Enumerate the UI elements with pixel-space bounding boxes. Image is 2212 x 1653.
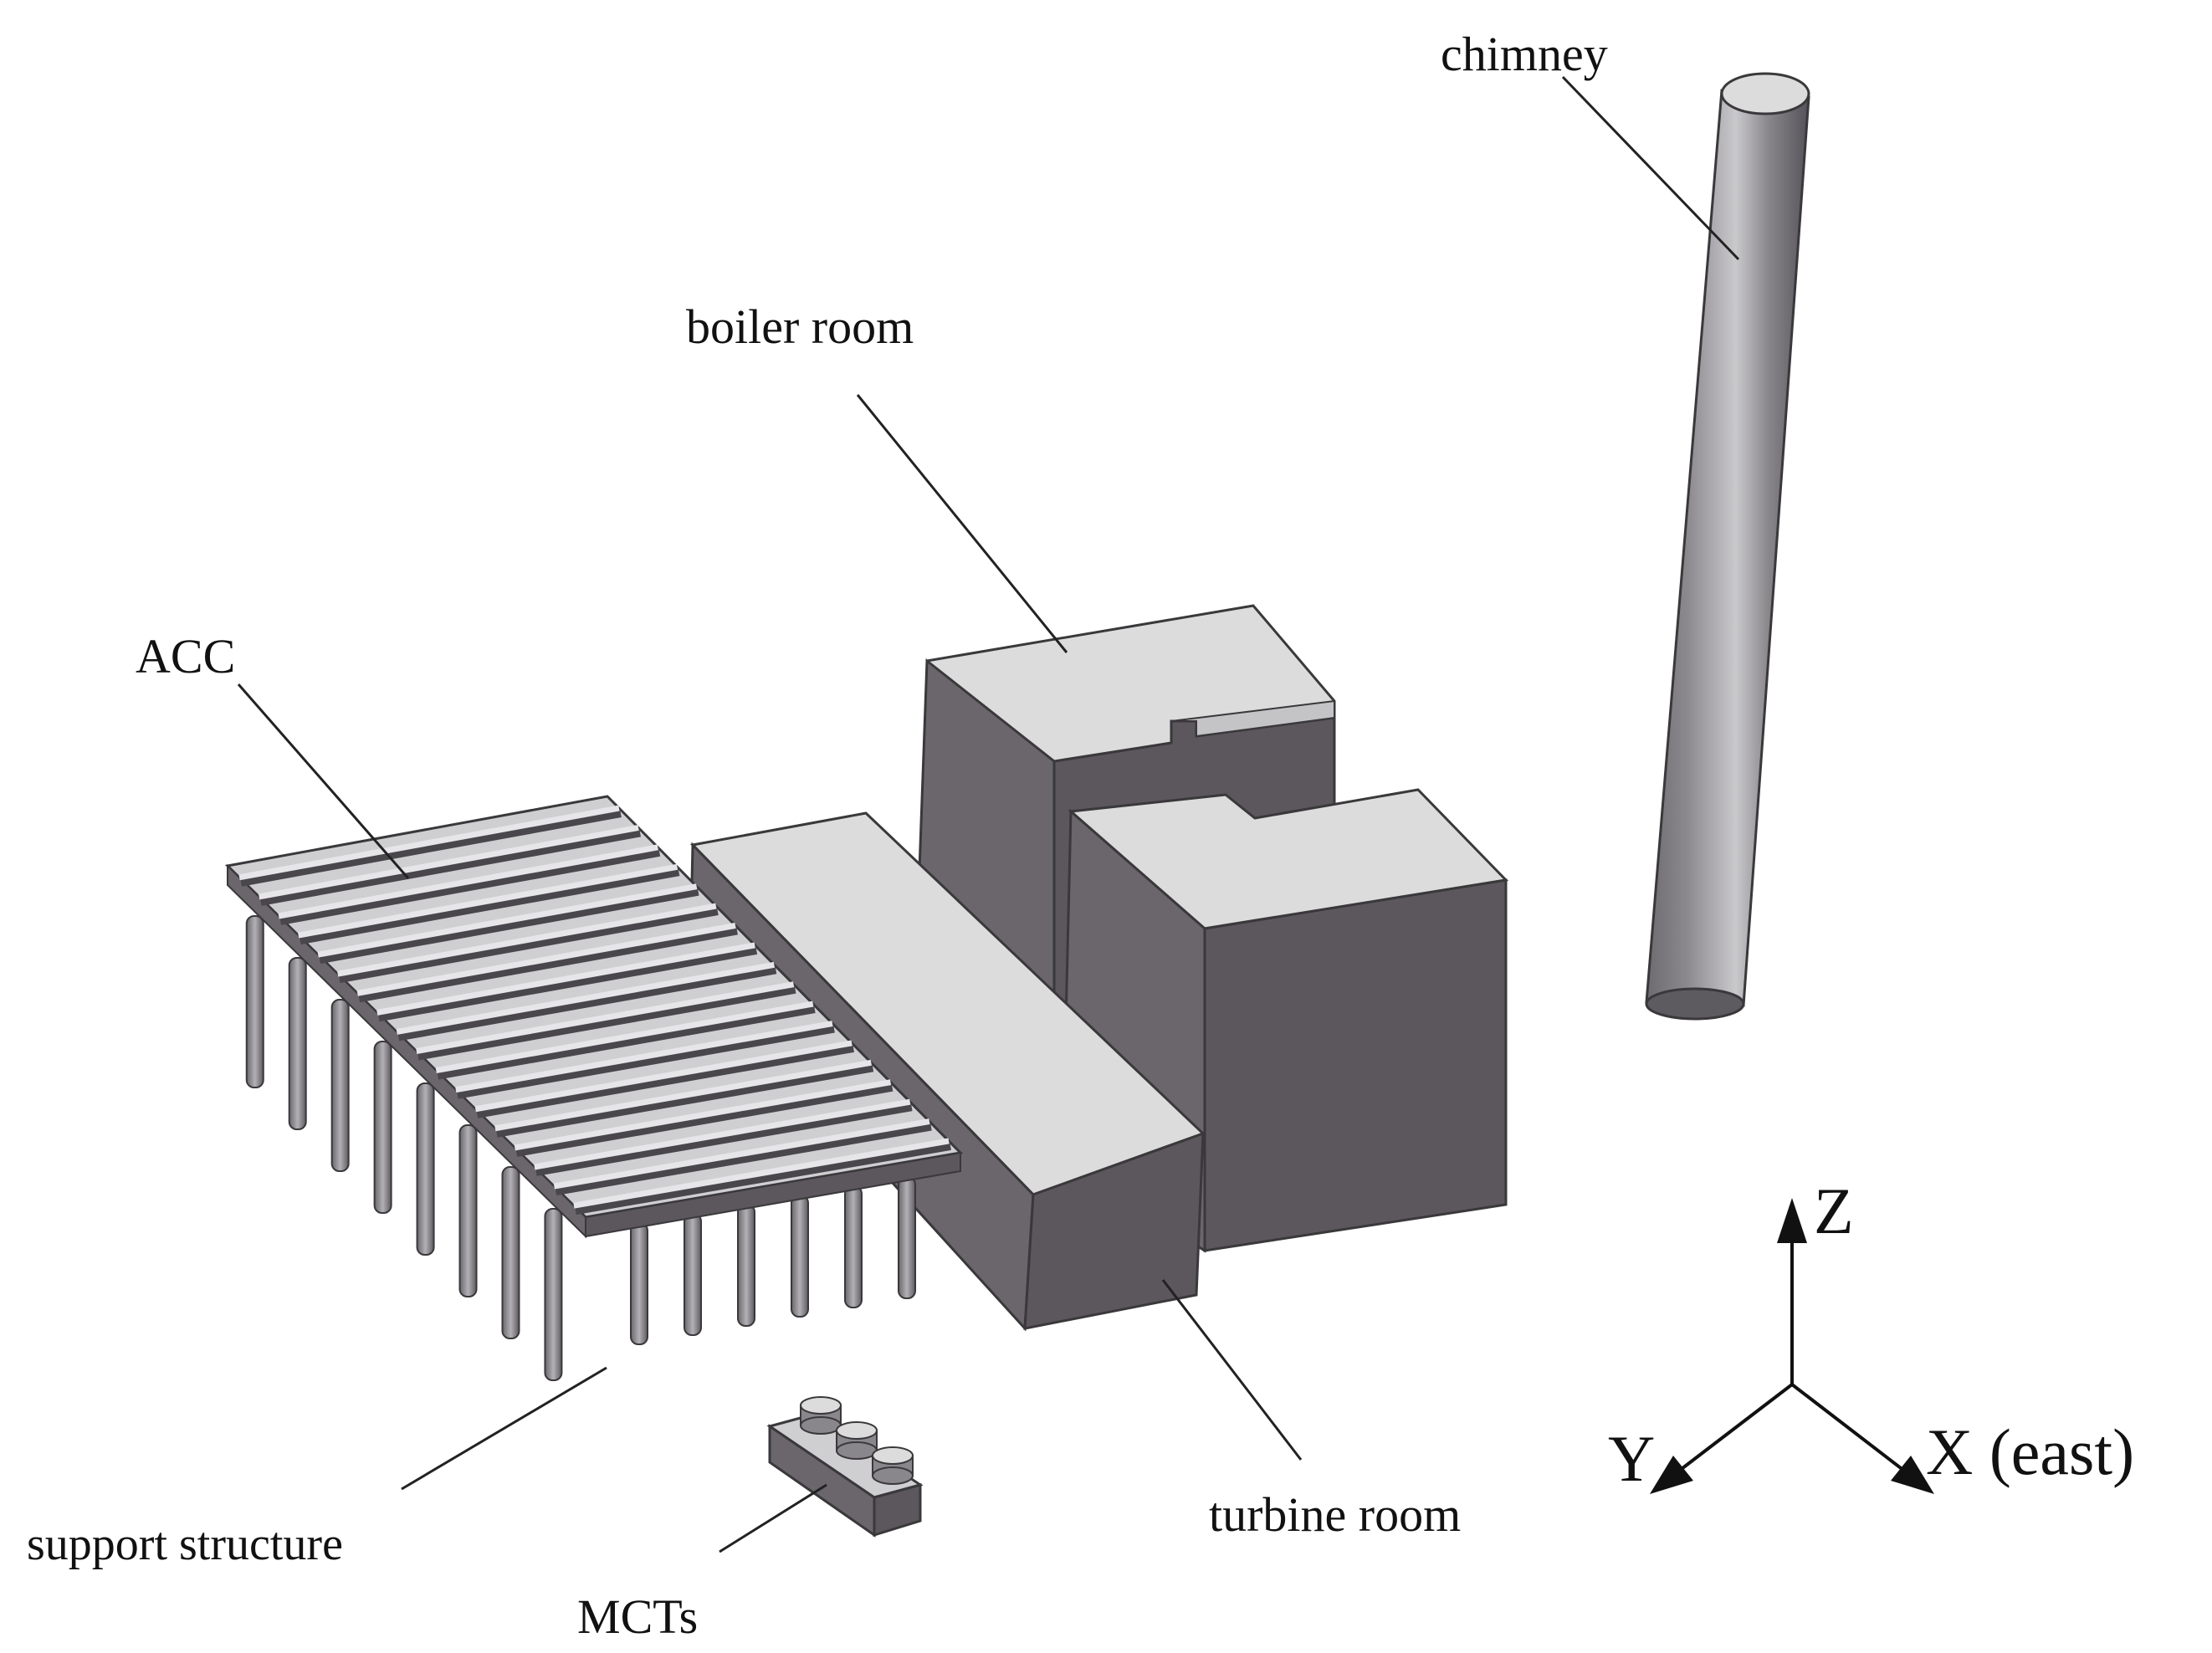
label-mcts: MCTs bbox=[577, 1589, 698, 1644]
leader-acc bbox=[237, 683, 410, 879]
acc-pipe-shadow bbox=[338, 907, 719, 984]
acc-pipe bbox=[278, 844, 658, 919]
axis-labels: Z Y X (east) bbox=[1608, 1174, 2134, 1495]
acc-pipe-shadow bbox=[555, 1122, 932, 1196]
support-leg bbox=[684, 1213, 702, 1336]
leader-boiler-room bbox=[856, 394, 1068, 653]
acc-pipe-shadow bbox=[495, 1063, 874, 1138]
support-leg bbox=[330, 999, 350, 1172]
support-leg bbox=[501, 1166, 520, 1339]
acc-pipe bbox=[337, 903, 717, 977]
label-boiler-room: boiler room bbox=[686, 299, 914, 354]
acc-pipes bbox=[238, 805, 951, 1215]
acc-pipe bbox=[534, 1098, 911, 1170]
acc-pipe bbox=[238, 805, 620, 881]
x-arrowhead-icon bbox=[1891, 1456, 1934, 1494]
support-leg bbox=[373, 1041, 392, 1214]
acc-pipe-shadow bbox=[377, 945, 758, 1022]
acc-pipe bbox=[298, 863, 678, 939]
label-chimney: chimney bbox=[1441, 27, 1608, 81]
support-leg bbox=[898, 1176, 916, 1299]
acc-pipe-shadow bbox=[259, 828, 641, 906]
axis-x-label: X (east) bbox=[1926, 1415, 2134, 1488]
support-leg bbox=[630, 1222, 648, 1345]
chimney bbox=[1645, 72, 1810, 1021]
acc-pipe-shadow bbox=[575, 1142, 951, 1215]
acc-pipe bbox=[514, 1079, 892, 1151]
acc-pipe-shadow bbox=[358, 926, 738, 1003]
leader-lines bbox=[237, 75, 1740, 1553]
acc-pipe bbox=[356, 923, 736, 996]
acc-pipe bbox=[435, 1000, 814, 1074]
acc-pipe-shadow bbox=[240, 809, 622, 887]
support-leg bbox=[844, 1185, 863, 1308]
acc-pipe-shadow bbox=[437, 1005, 816, 1080]
axis-triad bbox=[1650, 1198, 1934, 1494]
acc-pipe bbox=[376, 942, 755, 1016]
acc-pipe bbox=[455, 1021, 833, 1093]
labels: chimney boiler room ACC support structur… bbox=[27, 27, 1608, 1644]
leader-chimney bbox=[1561, 75, 1740, 261]
support-leg bbox=[288, 957, 307, 1130]
acc-pipe bbox=[494, 1059, 872, 1132]
support-leg bbox=[791, 1195, 809, 1318]
acc-pipe bbox=[474, 1040, 853, 1113]
acc-pipe-shadow bbox=[397, 965, 777, 1041]
acc-pipe-shadow bbox=[279, 847, 661, 925]
mct-unit bbox=[872, 1446, 914, 1485]
acc-pipe-shadow bbox=[535, 1103, 913, 1176]
label-turbine-room: turbine room bbox=[1209, 1487, 1461, 1542]
z-arrowhead-icon bbox=[1777, 1198, 1807, 1243]
support-leg bbox=[245, 915, 264, 1088]
acc-pipe-shadow bbox=[417, 985, 796, 1061]
acc-pipe bbox=[573, 1138, 950, 1209]
mct-unit bbox=[800, 1396, 842, 1435]
label-support-structure: support structure bbox=[27, 1518, 343, 1570]
mct-unit bbox=[836, 1421, 878, 1460]
support-leg bbox=[416, 1082, 435, 1256]
acc-pipe-shadow bbox=[476, 1043, 855, 1118]
acc-pipe-shadow bbox=[456, 1024, 835, 1099]
leader-turbine-room bbox=[1161, 1279, 1303, 1461]
mct-units bbox=[766, 1396, 924, 1538]
leader-mcts bbox=[719, 1483, 827, 1553]
acc-pipe bbox=[396, 961, 776, 1035]
leader-support-structure bbox=[401, 1366, 607, 1491]
support-leg bbox=[458, 1124, 478, 1297]
acc-pipe bbox=[259, 825, 639, 900]
acc-pipe-shadow bbox=[515, 1082, 894, 1157]
acc-pipe-shadow bbox=[319, 887, 699, 965]
acc-pipe bbox=[553, 1118, 930, 1190]
acc-deck bbox=[224, 795, 964, 1239]
support-leg bbox=[737, 1204, 755, 1327]
acc-pipe-shadow bbox=[299, 867, 680, 944]
label-acc: ACC bbox=[136, 629, 235, 683]
axis-y-label: Y bbox=[1608, 1422, 1655, 1495]
axis-z-label: Z bbox=[1814, 1174, 1854, 1247]
support-leg bbox=[544, 1208, 563, 1381]
y-arrowhead-icon bbox=[1650, 1456, 1693, 1494]
acc-pipe bbox=[416, 981, 795, 1054]
acc-pipe bbox=[317, 883, 698, 958]
